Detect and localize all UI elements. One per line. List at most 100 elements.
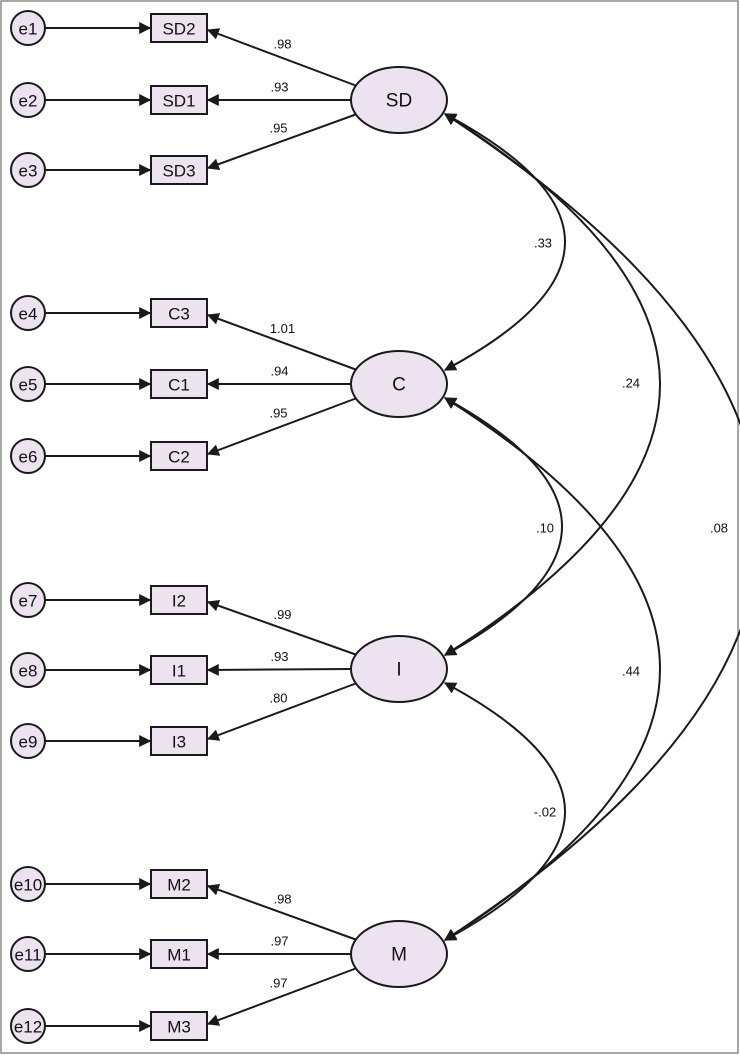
latent-node-sd: SD — [350, 66, 448, 134]
loading-label-c3: 1.01 — [270, 321, 295, 336]
indicator-node-m2: M2 — [150, 869, 208, 899]
error-node-e9: e9 — [10, 723, 46, 759]
indicator-label: I2 — [172, 592, 186, 611]
indicator-node-sd2: SD2 — [150, 13, 208, 43]
error-label: e1 — [19, 20, 38, 39]
loading-label-sd3: .95 — [269, 121, 287, 136]
loading-label-sd2: .98 — [273, 37, 291, 52]
indicator-label: C3 — [168, 305, 190, 324]
latent-node-m: M — [350, 920, 448, 988]
indicator-label: C1 — [168, 376, 190, 395]
indicator-box — [150, 655, 208, 685]
loading-label-i3: .80 — [269, 691, 287, 706]
latent-ellipse — [350, 66, 448, 134]
error-label: e5 — [19, 376, 38, 395]
indicator-box — [150, 298, 208, 328]
indicator-box — [150, 939, 208, 969]
error-label: e3 — [19, 162, 38, 181]
error-node-e4: e4 — [10, 295, 46, 331]
loading-label-sd1: .93 — [270, 80, 288, 95]
indicator-node-i1: I1 — [150, 655, 208, 685]
latent-ellipse — [350, 350, 448, 418]
error-circle — [10, 295, 46, 331]
indicator-node-m1: M1 — [150, 939, 208, 969]
error-circle — [10, 438, 46, 474]
covariance-arc-sd-i — [443, 113, 661, 656]
loading-path-i1 — [206, 663, 352, 676]
covariance-arc-c-m — [443, 397, 661, 941]
coefficient-layer: .98.93.951.01.94.95.99.93.80.98.97.97.33… — [269, 37, 728, 991]
error-node-e6: e6 — [10, 438, 46, 474]
latent-ellipse — [350, 635, 448, 703]
loading-path-i2 — [206, 599, 358, 656]
indicator-box — [150, 869, 208, 899]
loading-path-m2 — [206, 884, 358, 941]
latent-node-c: C — [350, 350, 448, 418]
covariance-arc-c-i — [443, 397, 563, 656]
error-label: e12 — [14, 1018, 42, 1037]
error-node-e1: e1 — [10, 10, 46, 46]
indicator-box — [150, 726, 208, 756]
indicator-label: C2 — [168, 448, 190, 467]
indicator-box — [150, 155, 208, 185]
covariance-arc-i-m — [443, 682, 566, 941]
covariance-label-i-m: -.02 — [534, 805, 556, 820]
error-node-e3: e3 — [10, 152, 46, 188]
error-circle — [10, 936, 46, 972]
error-circle — [10, 366, 46, 402]
error-label: e6 — [19, 448, 38, 467]
error-circle — [10, 1008, 46, 1044]
indicator-node-i2: I2 — [150, 585, 208, 615]
latent-label: I — [396, 660, 401, 681]
covariance-layer — [443, 113, 740, 941]
indicator-node-c2: C2 — [150, 441, 208, 471]
indicator-node-sd1: SD1 — [150, 85, 208, 115]
indicator-node-i3: I3 — [150, 726, 208, 756]
covariance-label-sd-c: .33 — [534, 236, 552, 251]
indicator-node-m3: M3 — [150, 1011, 208, 1041]
indicator-box — [150, 585, 208, 615]
loading-path-i3 — [206, 682, 358, 741]
indicator-label: I3 — [172, 733, 186, 752]
error-circle — [10, 866, 46, 902]
covariance-label-sd-i: .24 — [622, 376, 640, 391]
loading-path-c2 — [206, 397, 358, 456]
indicator-label: SD3 — [162, 162, 195, 181]
loading-path-m3 — [206, 967, 358, 1026]
loading-label-m2: .98 — [273, 892, 291, 907]
error-label: e8 — [19, 662, 38, 681]
indicator-node-c1: C1 — [150, 369, 208, 399]
error-node-e7: e7 — [10, 582, 46, 618]
error-circle — [10, 82, 46, 118]
latent-ellipse — [350, 920, 448, 988]
error-circle — [10, 582, 46, 618]
loading-label-m1: .97 — [270, 934, 288, 949]
loading-path-sd2 — [206, 28, 358, 87]
covariance-arc-sd-m — [443, 113, 740, 941]
indicator-box — [150, 441, 208, 471]
error-circle — [10, 10, 46, 46]
loading-path-sd3 — [206, 113, 358, 170]
error-label: e10 — [14, 876, 42, 895]
error-label: e9 — [19, 733, 38, 752]
loading-label-c2: .95 — [269, 406, 287, 421]
loading-label-i2: .99 — [273, 607, 291, 622]
error-node-e11: e11 — [10, 936, 46, 972]
loading-label-m3: .97 — [269, 976, 287, 991]
indicator-label: M3 — [167, 1018, 191, 1037]
indicator-box — [150, 13, 208, 43]
error-node-e10: e10 — [10, 866, 46, 902]
latent-label: SD — [386, 91, 412, 112]
loading-label-i1: .93 — [270, 649, 288, 664]
indicator-label: I1 — [172, 662, 186, 681]
error-circle — [10, 652, 46, 688]
error-node-e5: e5 — [10, 366, 46, 402]
indicator-label: SD1 — [162, 92, 195, 111]
indicator-label: M2 — [167, 876, 191, 895]
covariance-arc-sd-c — [443, 113, 566, 371]
covariance-label-sd-m: .08 — [710, 521, 728, 536]
indicator-label: SD2 — [162, 20, 195, 39]
